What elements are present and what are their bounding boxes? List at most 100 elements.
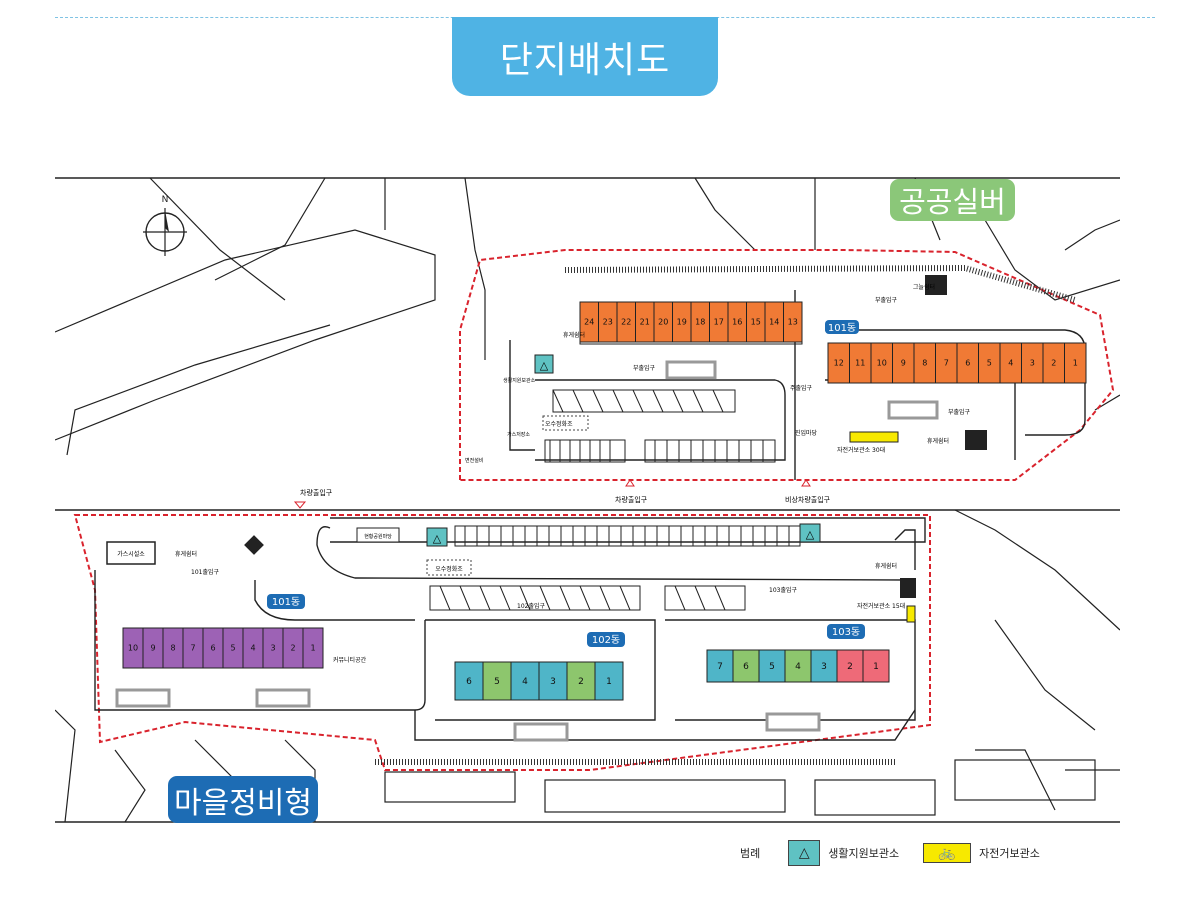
unit-number: 14 (769, 318, 779, 327)
zone-label-public-silver: 공공실버 (890, 179, 1015, 221)
zone-label-village: 마을정비형 (168, 776, 318, 823)
unit-number: 5 (494, 677, 500, 687)
unit-number: 11 (855, 359, 865, 368)
svg-text:차량출입구: 차량출입구 (615, 495, 648, 504)
unit-number: 4 (250, 644, 255, 653)
unit-number: 21 (640, 318, 650, 327)
svg-text:휴게쉼터: 휴게쉼터 (563, 331, 585, 339)
unit-number: 19 (677, 318, 687, 327)
unit-block (594, 661, 624, 701)
unit-number: 6 (965, 359, 970, 368)
svg-text:휴게쉼터: 휴게쉼터 (175, 550, 197, 558)
north-compass: N (143, 195, 187, 256)
unit-number: 6 (743, 662, 749, 672)
unit-number: 2 (578, 677, 584, 687)
legend-recycle-label: 생활지원보관소 (828, 847, 900, 860)
svg-text:휴게쉼터: 휴게쉼터 (927, 437, 949, 445)
unit-number: 7 (190, 644, 195, 653)
svg-text:휴게쉼터: 휴게쉼터 (875, 562, 897, 570)
svg-text:오수정화조: 오수정화조 (545, 421, 573, 428)
unit-block (482, 661, 512, 701)
unit-number: 2 (847, 662, 853, 672)
village-parking (429, 525, 801, 611)
unit-number: 9 (150, 644, 155, 653)
svg-text:현황공원마당: 현황공원마당 (364, 533, 392, 540)
svg-text:생활지원보관소: 생활지원보관소 (503, 377, 536, 384)
unit-number: 1 (606, 677, 612, 687)
bicycle-icon: 🚲 (923, 843, 972, 863)
unit-number: 4 (522, 677, 528, 687)
svg-text:102출입구: 102출입구 (517, 602, 545, 610)
svg-text:부출입구: 부출입구 (875, 296, 898, 304)
unit-number: 2 (290, 644, 295, 653)
unit-number: 3 (550, 677, 556, 687)
unit-block (510, 661, 540, 701)
building-101-bottom-label: 101동 (272, 596, 300, 608)
building-102-label: 102동 (592, 634, 620, 646)
silver-parking-rows (544, 389, 776, 463)
unit-block (810, 649, 838, 683)
unit-number: 24 (584, 318, 594, 327)
village-site-boundary (73, 514, 931, 771)
svg-text:부출입구: 부출입구 (948, 408, 971, 416)
svg-text:그늘쉼터: 그늘쉼터 (913, 283, 935, 291)
svg-text:△: △ (540, 359, 549, 372)
unit-block (566, 661, 596, 701)
unit-block (302, 627, 324, 669)
unit-block (862, 649, 890, 683)
unit-block (1064, 342, 1087, 384)
unit-number: 1 (1073, 359, 1078, 368)
page-title: 단지배치도 (452, 17, 718, 96)
recycle-triangle-icon: △ (788, 840, 821, 866)
svg-text:가스저장소: 가스저장소 (507, 431, 530, 438)
svg-text:자전거보관소 30대: 자전거보관소 30대 (837, 446, 885, 454)
background-parcel-lines (55, 177, 1120, 823)
unit-number: 12 (834, 359, 844, 368)
unit-number: 22 (621, 318, 631, 327)
unit-number: 3 (270, 644, 275, 653)
svg-text:N: N (162, 195, 169, 205)
unit-number: 6 (466, 677, 472, 687)
building-101-top-label: 101동 (828, 322, 856, 334)
unit-block (784, 649, 812, 683)
svg-text:비상차량출입구: 비상차량출입구 (785, 495, 831, 504)
svg-text:자전거보관소 15대: 자전거보관소 15대 (857, 602, 905, 610)
unit-number: 5 (769, 662, 775, 672)
building-103-label: 103동 (832, 626, 860, 638)
unit-number: 5 (230, 644, 235, 653)
unit-block (538, 661, 568, 701)
svg-text:가스시설소: 가스시설소 (117, 550, 145, 558)
unit-number: 9 (901, 359, 906, 368)
legend-title: 범례 (740, 847, 761, 860)
unit-number: 2 (1051, 359, 1056, 368)
unit-number: 4 (795, 662, 801, 672)
unit-number: 4 (1008, 359, 1013, 368)
unit-number: 6 (210, 644, 215, 653)
unit-block (836, 649, 864, 683)
unit-number: 3 (1030, 359, 1035, 368)
unit-block (758, 649, 786, 683)
map-legend: 범례 △ 생활지원보관소 🚲 자전거보관소 (740, 835, 1040, 871)
unit-number: 16 (732, 318, 742, 327)
unit-number: 10 (877, 359, 887, 368)
svg-text:진입마당: 진입마당 (795, 429, 818, 437)
unit-number: 20 (658, 318, 668, 327)
unit-number: 10 (128, 644, 138, 653)
svg-text:차량출입구: 차량출입구 (300, 488, 333, 497)
unit-number: 1 (310, 644, 315, 653)
svg-text:부출입구: 부출입구 (633, 364, 656, 372)
svg-text:101출입구: 101출입구 (191, 568, 219, 576)
silver-site-boundary (459, 249, 1115, 481)
unit-number: 18 (695, 318, 705, 327)
unit-number: 23 (603, 318, 613, 327)
building-102: 6 5 4 3 2 1 (454, 661, 624, 701)
unit-number: 1 (873, 662, 879, 672)
unit-number: 8 (922, 359, 927, 368)
svg-text:오수정화조: 오수정화조 (435, 566, 463, 573)
svg-text:△: △ (433, 532, 442, 545)
svg-text:변전설비: 변전설비 (465, 457, 483, 464)
village-roads (94, 517, 926, 741)
